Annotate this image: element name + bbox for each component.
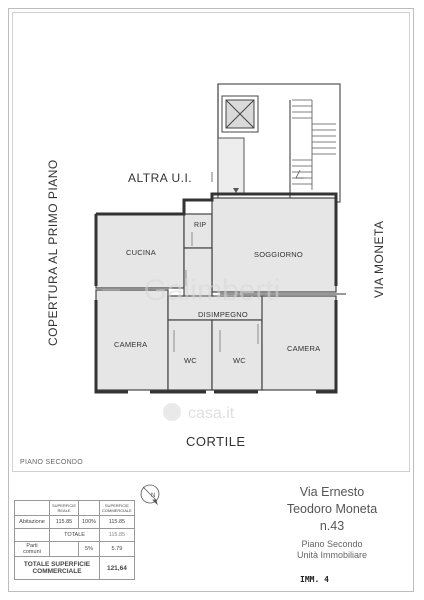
lift-icon	[221, 95, 259, 133]
room-soggiorno	[211, 197, 337, 293]
landing	[217, 137, 245, 195]
room-camera-left	[95, 289, 169, 391]
label-wc-left: WC	[184, 356, 197, 365]
label-cucina: CUCINA	[126, 248, 156, 257]
watermark-casa: casa.it	[188, 405, 235, 422]
door-swings	[102, 232, 259, 352]
total-label: TOTALE SUPERFICIE COMMERCIALE	[13, 556, 101, 580]
area-table: SUPERFICIE REALE SUPERFICIE COMMERCIALE …	[13, 500, 135, 580]
stairs-icon	[292, 99, 336, 190]
table-row: Abitazione 115.85 100% 115.85	[14, 515, 135, 529]
room-wc-left	[167, 319, 213, 391]
address-line-5: Unità Immobiliare	[296, 550, 368, 560]
table-header: SUPERFICIE REALE SUPERFICIE COMMERCIALE	[14, 500, 135, 516]
room-rip	[183, 213, 213, 249]
outer-walls	[94, 192, 338, 394]
label-disimpegno: DISIMPEGNO	[198, 310, 248, 319]
room-cucina	[95, 213, 185, 289]
label-camera-right: CAMERA	[287, 344, 321, 353]
sheet-id: IMM. 4	[300, 575, 329, 584]
table-row: TOTALE 115.85	[14, 528, 135, 542]
label-soggiorno: SOGGIORNO	[254, 250, 303, 259]
floor-label: PIANO SECONDO	[20, 459, 84, 466]
north-arrow-icon: N	[140, 484, 160, 506]
hall-connector	[183, 247, 213, 301]
address-line-2: Teodoro Moneta	[286, 502, 378, 516]
address-line-4: Piano Secondo	[301, 539, 363, 549]
total-value: 121,64	[99, 556, 135, 580]
label-camera-left: CAMERA	[114, 340, 148, 349]
label-copertura: COPERTURA AL PRIMO PIANO	[46, 159, 60, 346]
label-rip: RIP	[194, 222, 207, 229]
label-via-moneta: VIA MONETA	[372, 220, 386, 298]
label-altra-ui: ALTRA U.I.	[128, 171, 193, 185]
room-camera-right	[261, 295, 337, 391]
address-block: Via Ernesto Teodoro Moneta n.43 Piano Se…	[262, 484, 402, 561]
room-disimpegno	[167, 295, 265, 321]
address-line-3: n.43	[319, 519, 345, 533]
watermark: Galimberti	[144, 274, 281, 307]
sheet-border	[8, 8, 414, 592]
svg-text:N: N	[151, 493, 155, 499]
apartment	[95, 197, 337, 391]
table-row: Parti comuni 5% 5.79	[14, 541, 135, 557]
table-total-row: TOTALE SUPERFICIE COMMERCIALE 121,64	[13, 556, 135, 580]
room-wc-right	[211, 319, 263, 391]
drawing-border	[12, 12, 410, 472]
label-wc-right: WC	[233, 356, 246, 365]
label-cortile: CORTILE	[186, 434, 246, 449]
entrance-arrow-icon	[233, 188, 239, 193]
address-line-1: Via Ernesto	[299, 485, 365, 499]
